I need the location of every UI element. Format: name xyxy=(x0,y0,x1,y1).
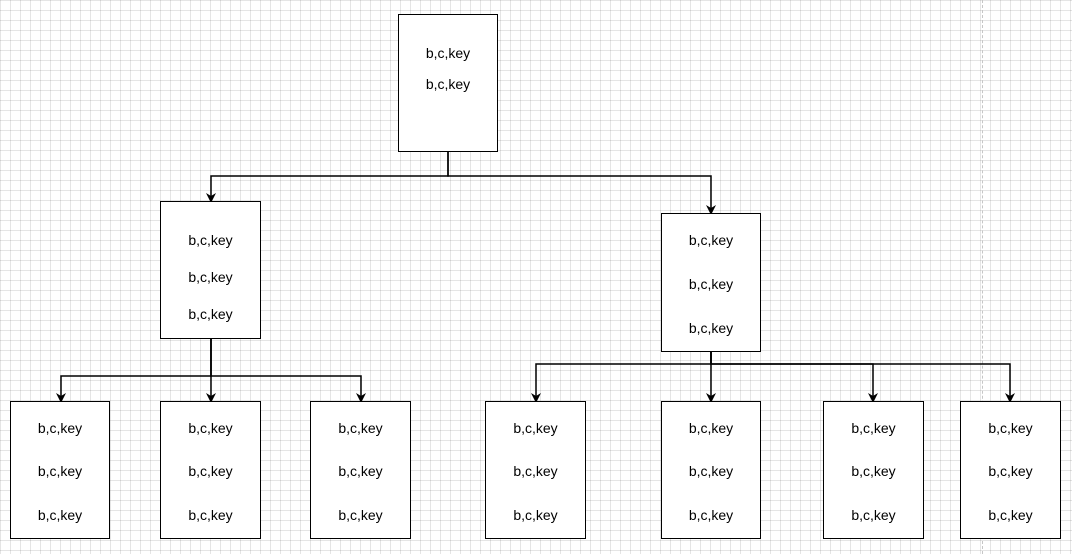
edge-mid-right-to-leaf-6 xyxy=(710,351,878,403)
leaf-node[interactable]: b,c,key b,c,key b,c,key xyxy=(485,401,586,539)
node-key: b,c,key xyxy=(188,463,233,479)
leaf-node[interactable]: b,c,key b,c,key b,c,key xyxy=(10,401,110,539)
node-key: b,c,key xyxy=(988,463,1033,479)
node-key: b,c,key xyxy=(338,463,383,479)
node-key: b,c,key xyxy=(688,320,734,336)
edge-mid-left-to-leaf-3 xyxy=(210,339,366,403)
leaf-node[interactable]: b,c,key b,c,key b,c,key xyxy=(661,401,761,539)
leaf-node[interactable]: b,c,key b,c,key b,c,key xyxy=(160,401,261,539)
node-key: b,c,key xyxy=(851,463,896,479)
mid-right-node[interactable]: b,c,key b,c,key b,c,key xyxy=(661,213,761,352)
node-key: b,c,key xyxy=(688,232,734,248)
node-key: b,c,key xyxy=(188,420,233,436)
node-key: b,c,key xyxy=(513,463,558,479)
mid-left-node[interactable]: b,c,key b,c,key b,c,key xyxy=(160,201,261,339)
node-key: b,c,key xyxy=(688,507,734,523)
leaf-node[interactable]: b,c,key b,c,key b,c,key xyxy=(960,401,1061,539)
node-key: b,c,key xyxy=(338,420,383,436)
node-key: b,c,key xyxy=(513,507,558,523)
node-key: b,c,key xyxy=(37,507,83,523)
page-break-guide xyxy=(982,0,983,554)
node-key: b,c,key xyxy=(851,507,896,523)
node-key: b,c,key xyxy=(188,269,233,285)
node-key: b,c,key xyxy=(188,507,233,523)
leaf-node[interactable]: b,c,key b,c,key b,c,key xyxy=(310,401,411,539)
edge-root-to-mid-right xyxy=(447,151,716,215)
node-key: b,c,key xyxy=(988,420,1033,436)
root-node[interactable]: b,c,key b,c,key xyxy=(398,14,498,152)
node-key: b,c,key xyxy=(425,45,471,61)
node-key: b,c,key xyxy=(988,507,1033,523)
edge-mid-right-to-leaf-7 xyxy=(710,351,1015,403)
leaf-node[interactable]: b,c,key b,c,key b,c,key xyxy=(823,401,924,539)
edge-root-to-mid-left xyxy=(206,151,449,203)
node-key: b,c,key xyxy=(688,276,734,292)
node-key: b,c,key xyxy=(688,463,734,479)
node-key: b,c,key xyxy=(688,420,734,436)
node-key: b,c,key xyxy=(37,420,83,436)
edge-mid-right-to-leaf-4 xyxy=(531,351,712,403)
node-key: b,c,key xyxy=(188,232,233,248)
node-key: b,c,key xyxy=(37,463,83,479)
node-key: b,c,key xyxy=(188,306,233,322)
node-key: b,c,key xyxy=(513,420,558,436)
node-key: b,c,key xyxy=(851,420,896,436)
node-key: b,c,key xyxy=(338,507,383,523)
edge-mid-left-to-leaf-1 xyxy=(56,339,212,403)
node-key: b,c,key xyxy=(425,76,471,92)
